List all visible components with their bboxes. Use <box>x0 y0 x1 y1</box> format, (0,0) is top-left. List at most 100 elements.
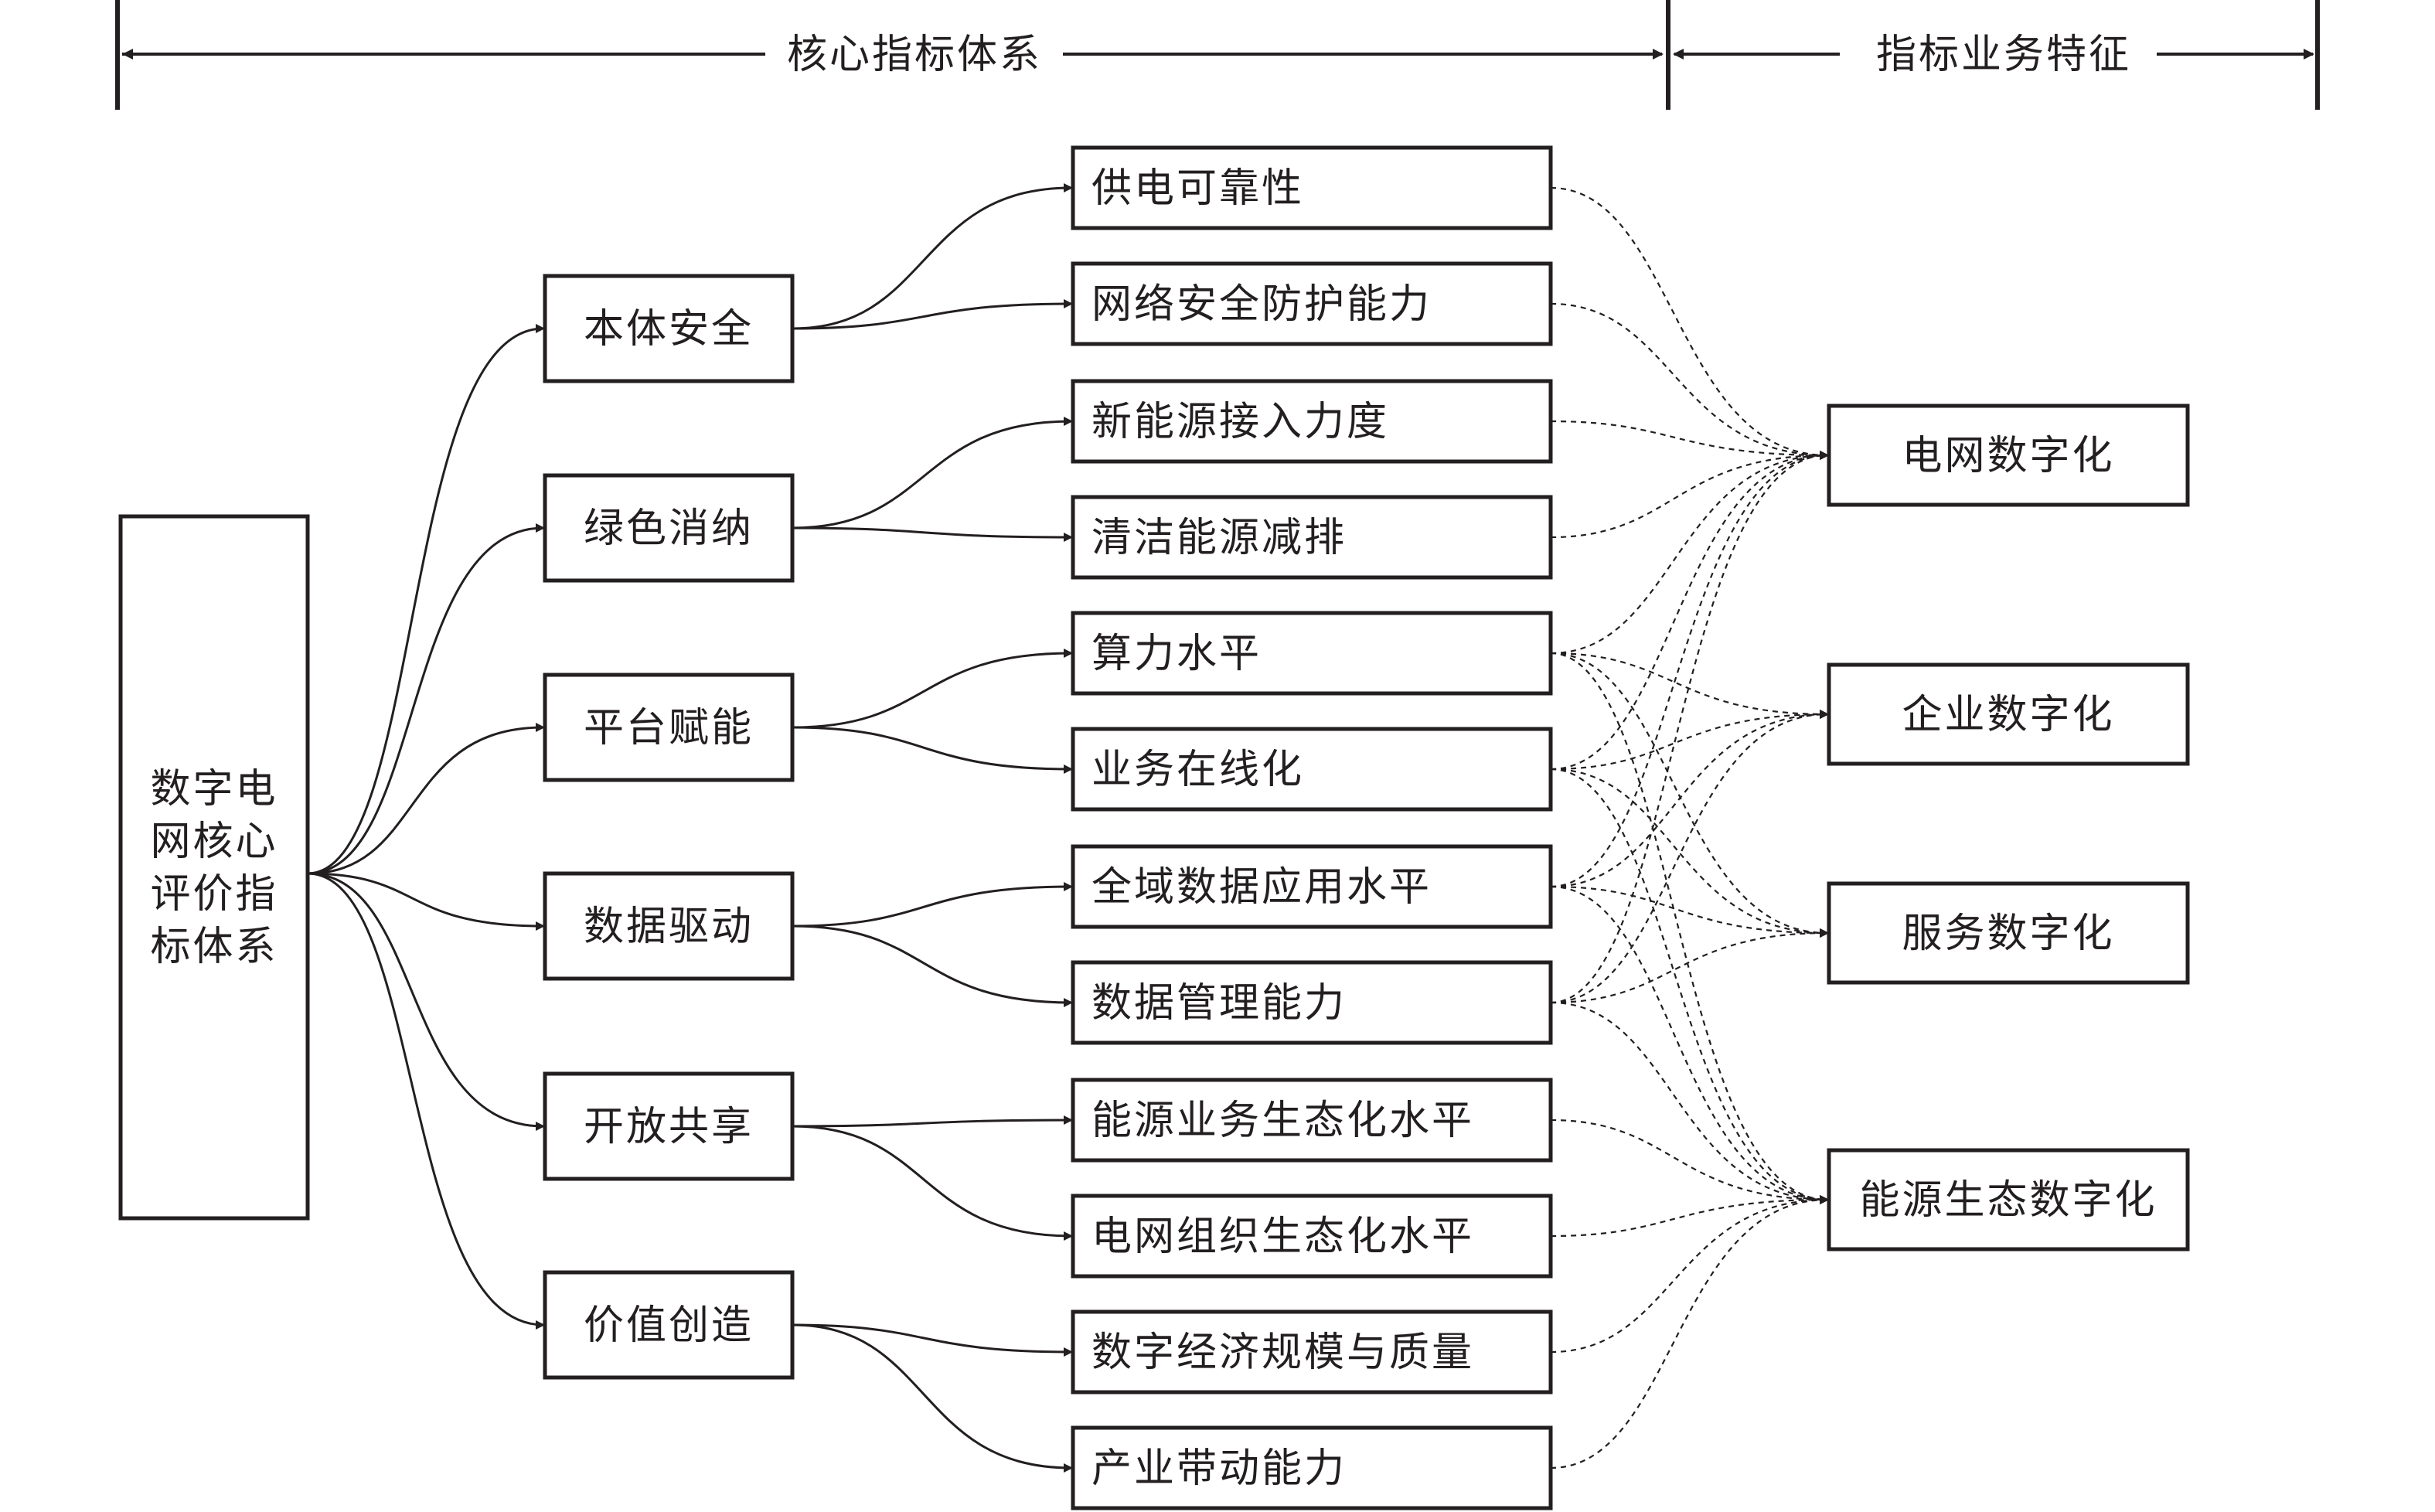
category-label: 数据驱动 <box>584 904 754 950</box>
indicator-label: 电网组织生态化水平 <box>1091 1214 1474 1260</box>
root-to-category-link <box>307 872 545 1131</box>
feature-label: 电网数字化 <box>1902 433 2114 479</box>
category-to-indicator-link <box>792 526 1073 542</box>
root-label-line: 数字电 <box>150 766 278 812</box>
indicator-label: 全域数据应用水平 <box>1091 864 1432 911</box>
root-label-line: 网核心 <box>150 819 278 865</box>
indicator-label: 数据管理能力 <box>1091 980 1347 1027</box>
indicator-to-feature-link <box>1550 1119 1829 1204</box>
category-to-indicator-link <box>792 417 1073 530</box>
feature-node: 电网数字化 <box>1827 404 2190 507</box>
root-to-category-link <box>307 723 545 875</box>
feature-node: 服务数字化 <box>1827 881 2190 985</box>
indicator-node: 全域数据应用水平 <box>1071 844 1553 929</box>
header-core-label: 核心指标体系 <box>787 32 1042 78</box>
category-to-indicator-link <box>792 649 1073 729</box>
indicator-node: 网络安全防护能力 <box>1071 261 1553 346</box>
category-to-indicator-link <box>792 726 1073 774</box>
category-node: 价值创造 <box>543 1270 795 1380</box>
indicator-label: 新能源接入力度 <box>1091 399 1389 445</box>
indicator-node: 能源业务生态化水平 <box>1071 1078 1553 1163</box>
indicator-label: 算力水平 <box>1091 631 1262 677</box>
indicator-to-feature-link <box>1550 710 1829 1004</box>
indicator-to-feature-link <box>1550 1195 1829 1238</box>
indicator-label: 数字经济规模与质量 <box>1091 1330 1474 1376</box>
links-layer <box>307 183 1829 1473</box>
indicator-node: 业务在线化 <box>1071 727 1553 812</box>
category-node: 开放共享 <box>543 1071 795 1181</box>
indicator-to-feature-link <box>1550 652 1829 1204</box>
indicator-to-feature-link <box>1550 1195 1829 1354</box>
indicator-node: 电网组织生态化水平 <box>1071 1194 1553 1279</box>
indicator-to-feature-link <box>1550 652 1829 938</box>
indicator-to-feature-link <box>1550 451 1829 888</box>
indicator-node: 新能源接入力度 <box>1071 379 1553 464</box>
indicator-label: 业务在线化 <box>1091 747 1304 793</box>
feature-node: 能源生态数字化 <box>1827 1148 2190 1251</box>
category-to-indicator-link <box>792 925 1073 1007</box>
indicator-to-feature-link <box>1550 768 1829 1204</box>
feature-node: 企业数字化 <box>1827 662 2190 766</box>
indicator-label: 清洁能源减排 <box>1091 515 1347 561</box>
core-span-left-arrow <box>122 49 133 60</box>
indicator-to-feature-link <box>1550 186 1829 460</box>
indicator-label: 供电可靠性 <box>1091 165 1304 212</box>
category-node: 平台赋能 <box>543 673 795 782</box>
indicator-to-feature-link <box>1550 451 1829 771</box>
root-to-category-link <box>307 324 545 875</box>
category-label: 本体安全 <box>584 306 754 352</box>
category-to-indicator-link <box>792 1125 1073 1241</box>
indicator-node: 产业带动能力 <box>1071 1425 1553 1510</box>
indicator-label: 产业带动能力 <box>1091 1446 1347 1492</box>
category-to-indicator-link <box>792 1115 1073 1128</box>
category-label: 开放共享 <box>584 1104 754 1150</box>
indicator-node: 清洁能源减排 <box>1071 495 1553 580</box>
indicator-to-feature-link <box>1550 885 1829 1204</box>
indicator-to-feature-link <box>1550 451 1829 539</box>
root-to-category-link <box>307 872 545 1330</box>
indicator-node: 算力水平 <box>1071 611 1553 696</box>
indicator-node: 数据管理能力 <box>1071 960 1553 1045</box>
indicator-to-feature-link <box>1550 768 1829 938</box>
indicator-node: 数字经济规模与质量 <box>1071 1309 1553 1395</box>
category-to-indicator-link <box>792 1323 1073 1357</box>
category-to-indicator-link <box>792 299 1073 330</box>
indicator-to-feature-link <box>1550 451 1829 655</box>
category-to-indicator-link <box>792 882 1073 928</box>
indicator-label: 能源业务生态化水平 <box>1091 1098 1474 1144</box>
indicator-node: 供电可靠性 <box>1071 145 1553 230</box>
category-label: 绿色消纳 <box>584 506 754 552</box>
core-span-right-arrow <box>1653 49 1664 60</box>
feature-label: 企业数字化 <box>1902 692 2114 738</box>
indicator-to-feature-link <box>1550 710 1829 888</box>
category-label: 价值创造 <box>584 1303 754 1349</box>
root-label-line: 标体系 <box>150 924 278 970</box>
feature-label: 能源生态数字化 <box>1859 1177 2157 1224</box>
feature-label: 服务数字化 <box>1902 911 2114 957</box>
indicator-to-feature-link <box>1550 885 1829 938</box>
root-to-category-link <box>307 523 545 875</box>
feature-span-right-arrow <box>2304 49 2314 60</box>
indicator-label: 网络安全防护能力 <box>1091 281 1432 328</box>
indicator-to-feature-link <box>1550 652 1829 719</box>
indicator-to-feature-link <box>1550 1001 1829 1204</box>
category-label: 平台赋能 <box>584 705 754 751</box>
category-node: 数据驱动 <box>543 871 795 981</box>
root-to-category-link <box>307 872 545 931</box>
indicator-to-feature-link <box>1550 420 1829 460</box>
root-label-line: 评价指 <box>150 871 278 918</box>
category-to-indicator-link <box>792 1323 1073 1473</box>
indicator-to-feature-link <box>1550 928 1829 1004</box>
category-node: 本体安全 <box>543 274 795 383</box>
header: 核心指标体系 指标业务特征 <box>115 0 2320 110</box>
feature-span-left-arrow <box>1673 49 1684 60</box>
indicator-to-feature-link <box>1550 302 1829 460</box>
category-to-indicator-link <box>792 183 1073 330</box>
indicator-to-feature-link <box>1550 1195 1829 1469</box>
header-feature-label: 指标业务特征 <box>1876 32 2131 78</box>
category-node: 绿色消纳 <box>543 473 795 583</box>
indicator-to-feature-link <box>1550 710 1829 771</box>
